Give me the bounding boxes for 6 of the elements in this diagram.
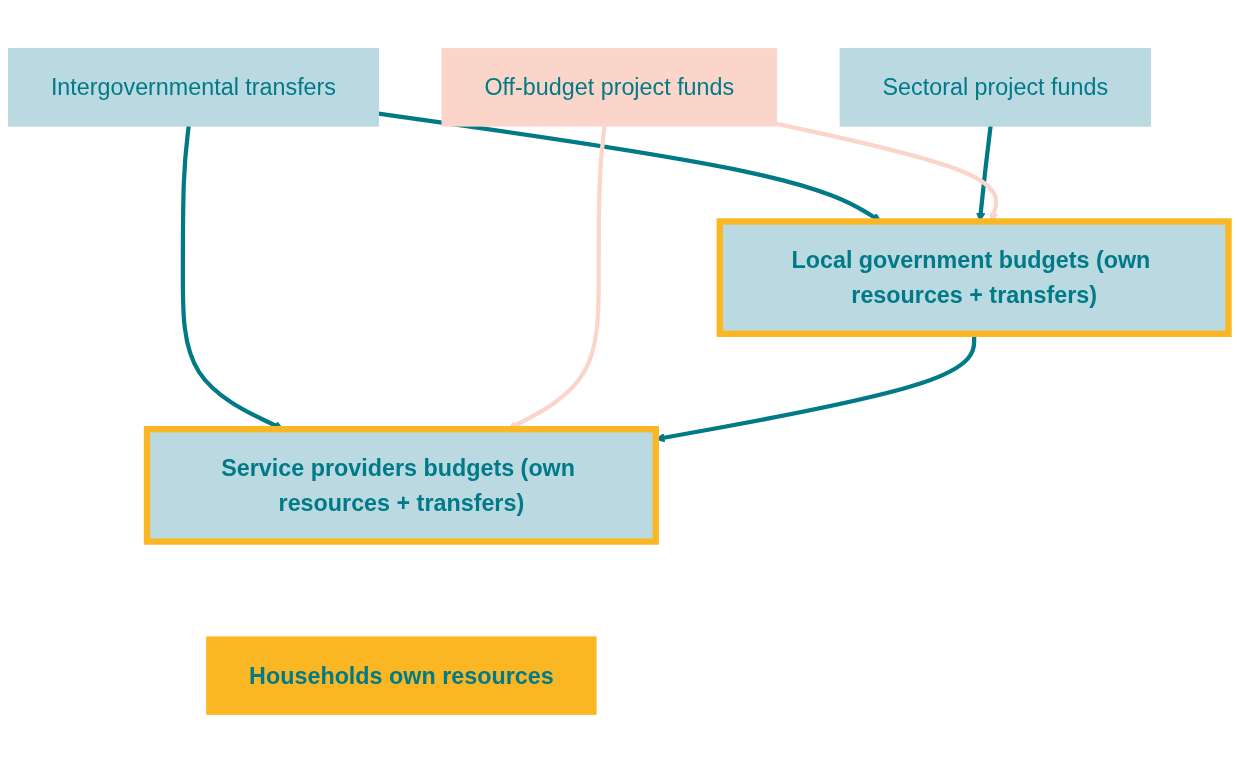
- node-box: Households own resources: [206, 636, 597, 715]
- node-box: Service providers budgets (own resources + transfers): [143, 426, 659, 545]
- node-box: Sectoral project funds: [839, 48, 1152, 127]
- node-box: Off-budget project funds: [441, 48, 778, 127]
- node-box: Local government budgets (own resources + transfers): [716, 218, 1232, 337]
- node-box: Intergovernmental transfers: [7, 48, 379, 127]
